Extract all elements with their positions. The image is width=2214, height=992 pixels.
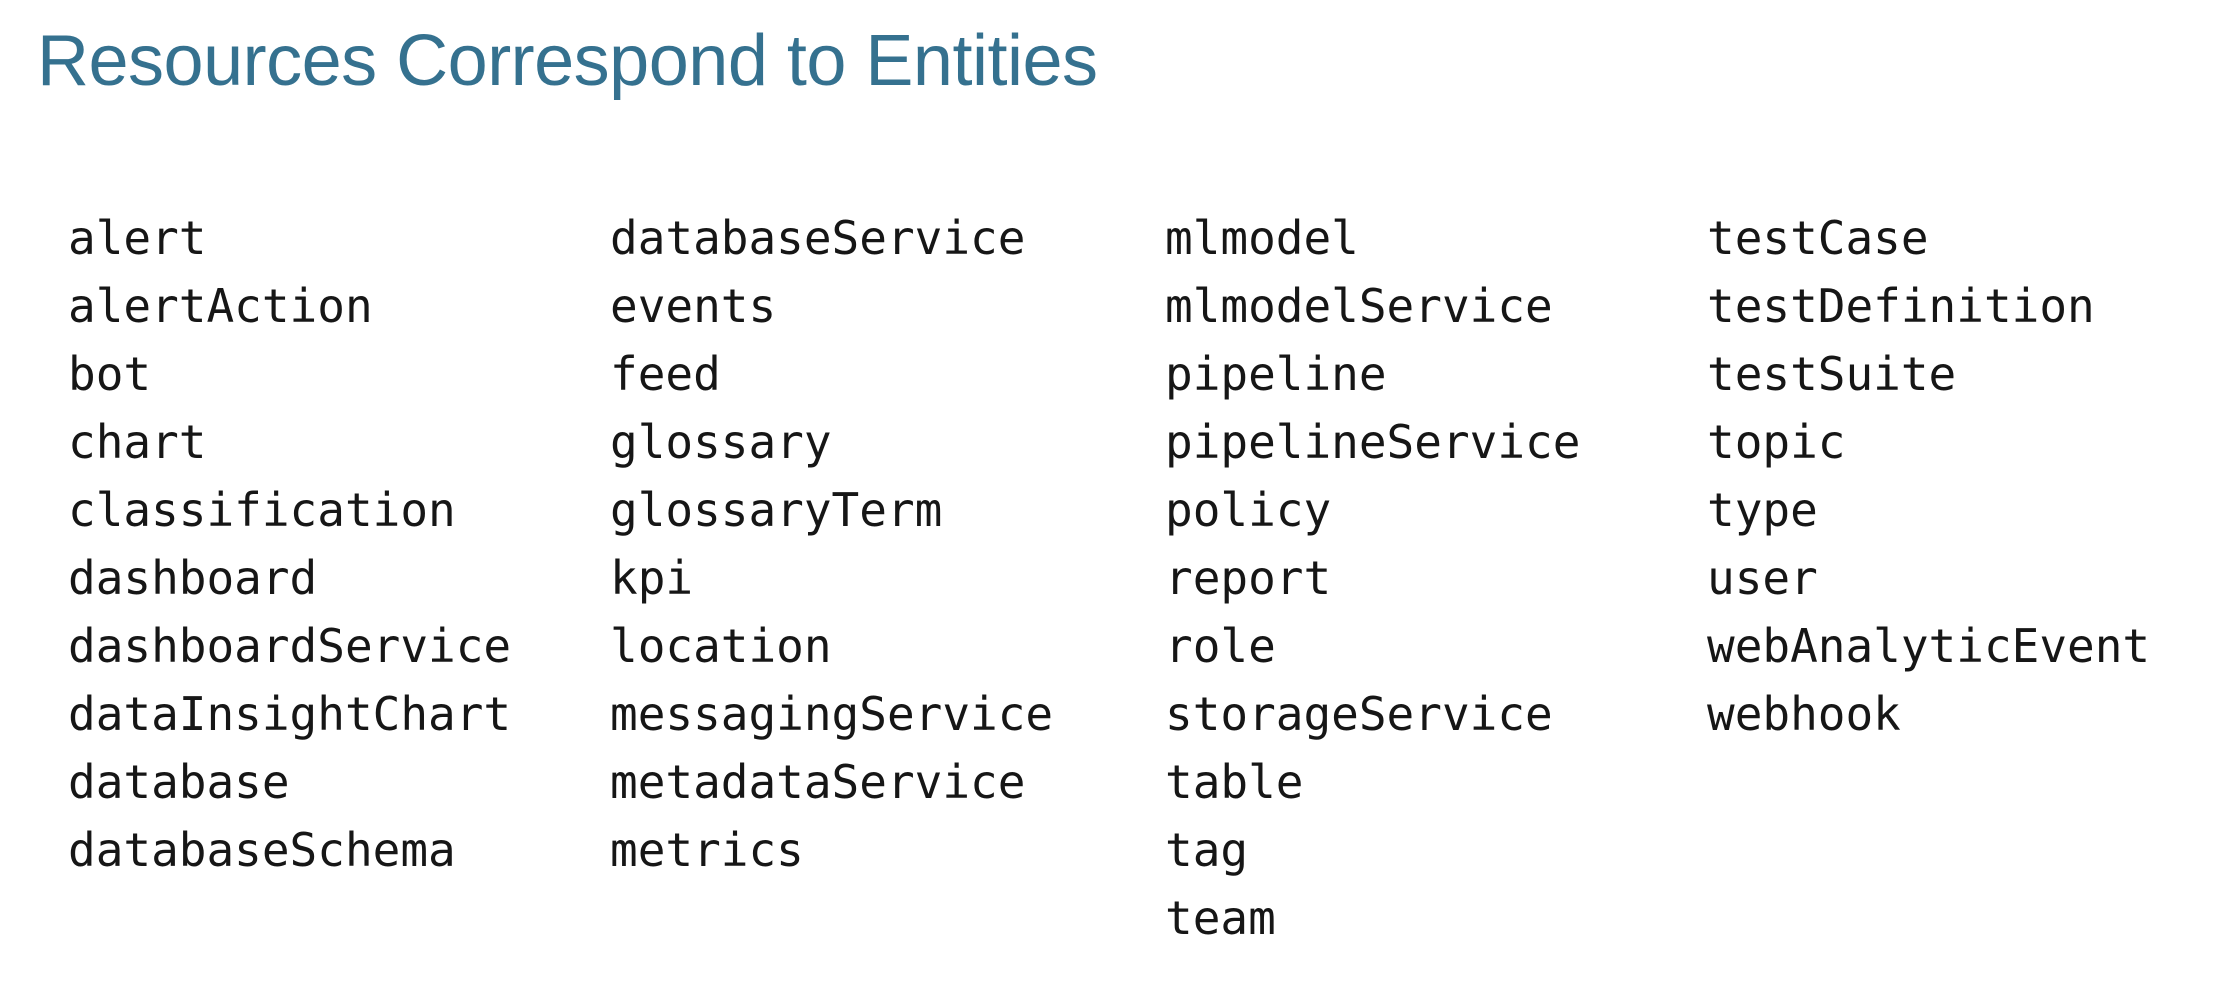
resource-item: database <box>68 755 290 809</box>
resource-item: databaseService <box>610 211 1026 265</box>
resource-item: team <box>1165 891 1276 945</box>
resource-item: webAnalyticEvent <box>1707 619 2151 673</box>
resource-column-1: alert alertAction bot chart classification da… <box>68 204 610 884</box>
resource-item: tag <box>1165 823 1249 877</box>
resource-item: location <box>610 619 832 673</box>
resource-item: pipelineService <box>1165 415 1581 469</box>
resource-item: feed <box>610 347 721 401</box>
resource-item: metrics <box>610 823 804 877</box>
resource-item: alert <box>68 211 207 265</box>
resource-item: kpi <box>610 551 694 605</box>
resource-column-3: mlmodel mlmodelService pipeline pipelineSer… <box>1165 204 1707 952</box>
resource-item: messagingService <box>610 687 1054 741</box>
resource-item: report <box>1165 551 1332 605</box>
resource-item: metadataService <box>610 755 1026 809</box>
resource-column-2: databaseService events feed glossary glossar… <box>610 204 1165 884</box>
resource-item: dashboardService <box>68 619 512 673</box>
resource-item: policy <box>1165 483 1332 537</box>
resource-item: testSuite <box>1707 347 1957 401</box>
resource-list: alert alertAction bot chart classification da… <box>0 204 2214 952</box>
resource-column-4: testCase testDefinition testSuite topic type… <box>1707 204 2214 748</box>
resource-item: alertAction <box>68 279 373 333</box>
resource-item: pipeline <box>1165 347 1387 401</box>
resource-item: storageService <box>1165 687 1553 741</box>
resource-item: dashboard <box>68 551 318 605</box>
resource-item: events <box>610 279 777 333</box>
resource-item: testDefinition <box>1707 279 2095 333</box>
resource-item: glossary <box>610 415 832 469</box>
resource-item: mlmodelService <box>1165 279 1553 333</box>
resource-item: topic <box>1707 415 1846 469</box>
resource-item: classification <box>68 483 456 537</box>
resource-item: user <box>1707 551 1818 605</box>
resource-item: testCase <box>1707 211 1929 265</box>
resource-item: webhook <box>1707 687 1901 741</box>
resource-item: glossaryTerm <box>610 483 943 537</box>
resource-item: bot <box>68 347 152 401</box>
resource-item: table <box>1165 755 1304 809</box>
page: { "page": { "title": "Resources Correspo… <box>0 18 2214 992</box>
resource-item: dataInsightChart <box>68 687 512 741</box>
resource-item: role <box>1165 619 1276 673</box>
resource-item: type <box>1707 483 1818 537</box>
resource-item: chart <box>68 415 207 469</box>
resource-item: databaseSchema <box>68 823 456 877</box>
page-title: Resources Correspond to Entities <box>37 21 1098 101</box>
resource-item: mlmodel <box>1165 211 1359 265</box>
